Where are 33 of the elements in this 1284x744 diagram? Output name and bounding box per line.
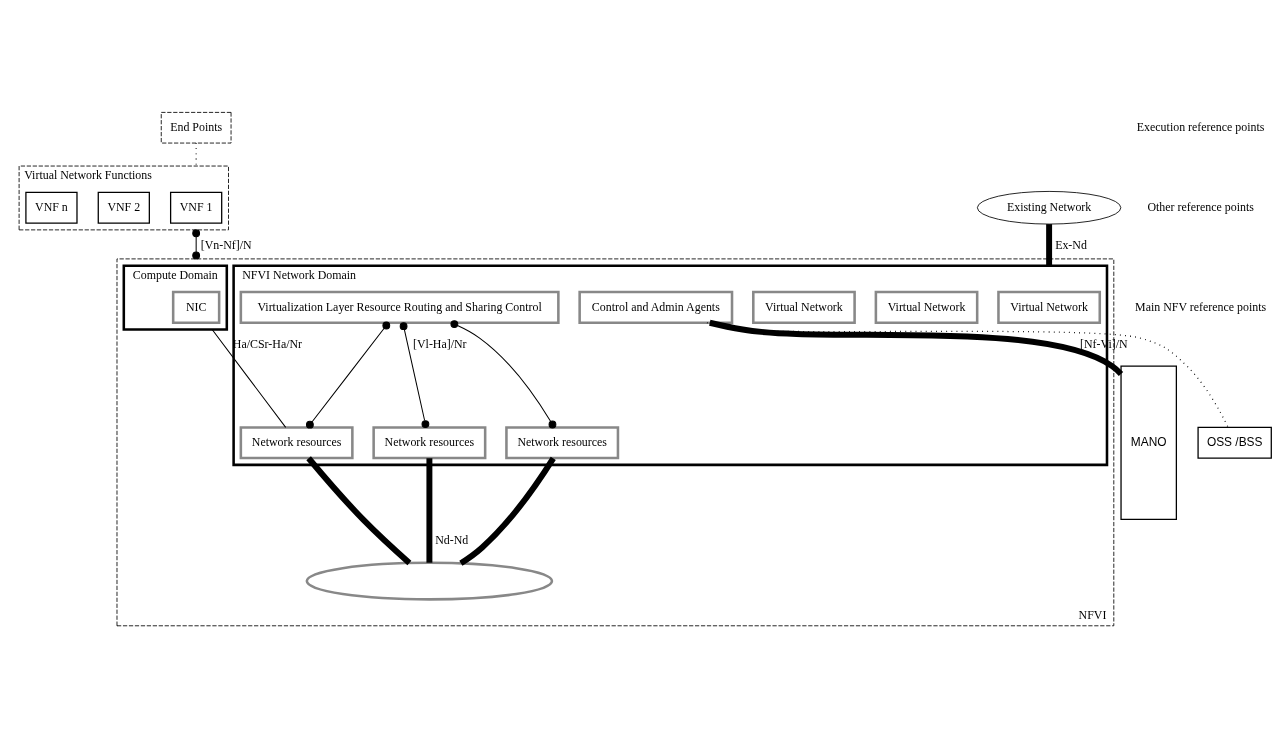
node-box: Virtual Network xyxy=(997,290,1102,324)
edge-label: Nd-Nd xyxy=(435,532,469,547)
node-box: NIC xyxy=(171,290,221,324)
node-box: VNF n xyxy=(25,191,78,224)
connector xyxy=(426,457,433,563)
legend-label: Other reference points xyxy=(1147,199,1254,214)
node-box: VNF 2 xyxy=(97,191,150,224)
node-ellipse: Existing Network xyxy=(976,190,1122,224)
legend-label: Execution reference points xyxy=(1136,119,1265,134)
node-box: Network resources xyxy=(372,425,487,459)
legend-label: Main NFV reference points xyxy=(1135,299,1267,314)
connector xyxy=(211,328,287,428)
edge-label: Ex-Nd xyxy=(1055,237,1087,252)
node-box: Network resources xyxy=(239,425,354,459)
edge-label: [Vl-Ha]/Nr xyxy=(413,336,467,351)
edge-label: [Vn-Nf]/N xyxy=(200,237,252,252)
node-box: Control and Admin Agents xyxy=(578,290,734,324)
node-box: OSS /BSS xyxy=(1197,426,1272,459)
node-box: Virtual Network xyxy=(752,290,856,324)
node-cloud xyxy=(305,561,554,601)
connector xyxy=(306,455,412,565)
node-box: Network resources xyxy=(505,425,620,459)
connector xyxy=(1046,223,1053,266)
connector xyxy=(305,321,391,429)
connector xyxy=(450,319,557,428)
node-box: VNF 1 xyxy=(170,191,223,224)
node-box: Virtual Network xyxy=(874,290,979,324)
connector xyxy=(459,456,556,566)
node-box: MANO xyxy=(1120,365,1177,520)
node-box: Virtualization Layer Resource Routing and Sharing Control xyxy=(239,290,560,324)
connector xyxy=(399,321,430,428)
node-box: End Points xyxy=(160,111,232,143)
connector xyxy=(192,228,201,259)
